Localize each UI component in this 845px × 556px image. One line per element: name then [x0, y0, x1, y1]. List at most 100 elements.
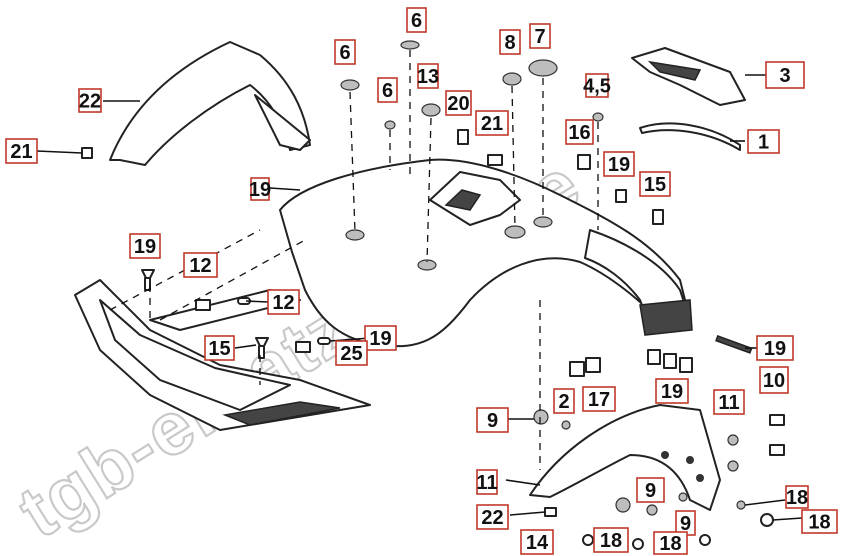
part-tag-label: 10	[763, 370, 785, 392]
part-tag-label: 9	[680, 513, 691, 535]
part-tag-19: 19	[756, 335, 794, 361]
right-side-shroud	[631, 47, 746, 106]
part-tag-label: 21	[481, 113, 503, 135]
part-tag-16: 16	[565, 119, 594, 145]
part-tag-21: 21	[475, 110, 509, 136]
part-tag-22: 22	[476, 504, 509, 530]
part-tag-box	[417, 63, 439, 89]
part-tag-14: 14	[520, 529, 554, 555]
part-tag-label: 21	[10, 141, 32, 163]
part-tag-7: 7	[529, 23, 551, 49]
part-tag-label: 8	[504, 32, 515, 54]
part-tag-label: 22	[79, 91, 101, 113]
part-tag-label: 18	[659, 533, 681, 555]
part-tag-label: 2	[558, 391, 569, 413]
part-tag-15: 15	[204, 335, 235, 361]
part-tag-4-5: 4,5	[583, 73, 611, 98]
decal-strip	[639, 122, 741, 151]
part-tag-box	[593, 527, 629, 553]
part-tag-label: 20	[447, 93, 469, 115]
part-tag-12: 12	[183, 252, 218, 278]
part-tag-label: 19	[661, 381, 683, 403]
front-fender-body	[279, 158, 693, 348]
part-tag-box	[765, 61, 805, 89]
part-tag-box	[476, 407, 509, 433]
part-tag-label: 15	[208, 338, 230, 360]
left-fender-top	[109, 41, 311, 166]
part-tag-2: 2	[553, 388, 575, 414]
part-tag-6: 6	[406, 7, 427, 33]
part-tag-label: 16	[568, 122, 590, 144]
part-tag-25: 25	[335, 340, 368, 366]
part-tag-20: 20	[445, 90, 472, 116]
part-tag-box	[713, 389, 745, 415]
part-tag-box	[183, 252, 218, 278]
part-tag-12: 12	[267, 289, 300, 315]
part-tag-18: 18	[653, 531, 688, 555]
part-tag-label: 18	[786, 487, 808, 509]
part-tag-label: 9	[645, 480, 656, 502]
part-tag-label: 11	[476, 472, 497, 494]
part-tag-17: 17	[582, 386, 616, 412]
part-tag-box	[445, 90, 472, 116]
part-tag-box	[565, 119, 594, 145]
part-tag-label: 22	[481, 507, 503, 529]
part-tag-box	[129, 233, 161, 259]
part-tag-6: 6	[334, 39, 356, 65]
part-tag-box	[582, 386, 616, 412]
hardware	[81, 40, 785, 550]
part-tag-19: 19	[655, 378, 689, 404]
part-tag-box	[377, 77, 398, 103]
part-tag-8: 8	[499, 29, 521, 55]
part-tag-label: 15	[644, 174, 666, 196]
part-tag-label: 19	[134, 236, 156, 258]
part-tag-11: 11	[713, 389, 745, 415]
part-tag-label: 19	[369, 328, 391, 350]
part-tag-1: 1	[747, 129, 780, 154]
part-tag-box	[653, 531, 688, 555]
part-tag-label: 19	[764, 338, 786, 360]
part-tag-18: 18	[785, 485, 809, 509]
part-tag-19: 19	[603, 151, 635, 177]
part-tag-box	[585, 73, 609, 98]
part-tag-label: 25	[340, 343, 362, 365]
part-tag-6: 6	[377, 77, 398, 103]
front-bumper	[74, 279, 371, 431]
lower-right-fender	[529, 404, 721, 511]
part-tag-10: 10	[759, 366, 789, 394]
part-tag-label: 3	[779, 65, 790, 87]
part-tag-box	[476, 504, 509, 530]
part-tag-box	[204, 335, 235, 361]
part-tag-21: 21	[5, 138, 38, 164]
part-tag-box	[747, 129, 780, 154]
part-tag-label: 6	[382, 80, 393, 102]
part-tag-box	[250, 177, 270, 201]
part-tag-box	[499, 29, 521, 55]
leader-lines	[36, 74, 803, 521]
part-tag-box	[520, 529, 554, 555]
part-tag-box	[756, 335, 794, 361]
part-tag-box	[603, 151, 635, 177]
part-tag-box	[78, 88, 102, 113]
part-tag-15: 15	[639, 171, 671, 197]
part-tag-box	[334, 39, 356, 65]
part-tag-13: 13	[417, 63, 439, 89]
part-tag-label: 7	[534, 26, 545, 48]
part-tag-3: 3	[765, 61, 805, 89]
part-tag-label: 14	[526, 532, 549, 554]
part-tag-9: 9	[476, 407, 509, 433]
part-tag-label: 13	[417, 66, 439, 88]
part-tag-label: 18	[808, 512, 830, 534]
part-tag-18: 18	[593, 527, 629, 553]
part-tag-label: 17	[588, 389, 610, 411]
part-tag-label: 19	[608, 154, 630, 176]
part-tag-box	[5, 138, 38, 164]
part-tag-22: 22	[78, 88, 102, 113]
part-tag-box	[364, 325, 397, 351]
part-tag-label: 19	[249, 179, 271, 201]
part-tag-box	[335, 340, 368, 366]
part-tag-box	[759, 366, 789, 394]
